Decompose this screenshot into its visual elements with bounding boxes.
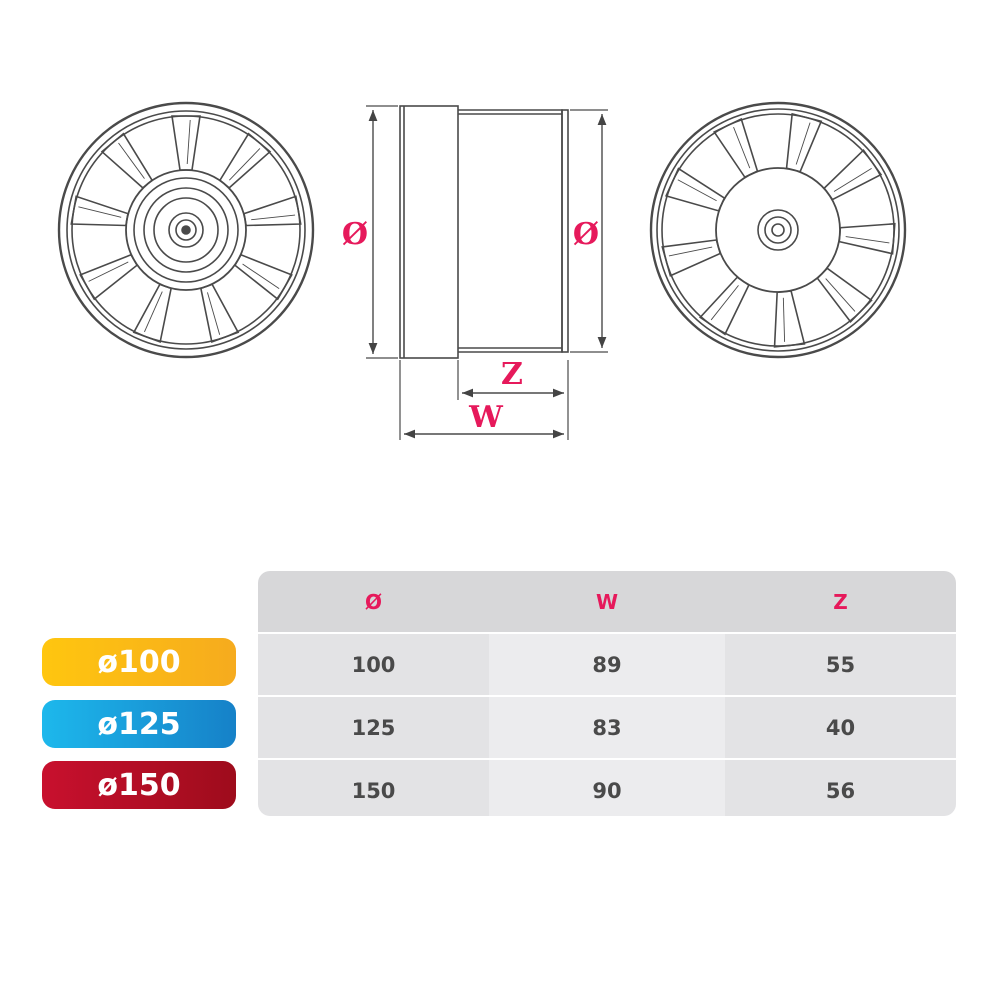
front-fan-blade [100, 132, 154, 189]
front-fan-blade-edge [229, 148, 261, 181]
back-fan-blade-edge [668, 246, 713, 257]
back-fan-blade-edge [677, 179, 717, 202]
back-fan-blade [661, 239, 722, 277]
back-fan-blade-edge [782, 297, 786, 342]
row-150-z: 56 [725, 760, 956, 816]
front-fan-blade [79, 253, 139, 301]
dimensions-table: Ø W Z 100 89 55 125 83 40 150 90 56 [258, 571, 956, 816]
header-z: Z [725, 571, 956, 632]
front-fan-blade-edge [251, 214, 296, 221]
back-fan-blade-edge [795, 122, 811, 165]
front-fan-blade-edge [118, 142, 145, 179]
row-125-w: 83 [489, 697, 725, 758]
front-fan-blade-edge [88, 261, 129, 282]
side-view-fan [366, 105, 608, 440]
size-badge-150: ø150 [42, 761, 236, 809]
z-dimension-label: Z [501, 357, 523, 392]
size-badge-125: ø125 [42, 700, 236, 748]
row-100-w: 89 [489, 634, 725, 695]
row-100-diameter: 100 [258, 634, 489, 695]
row-100-z: 55 [725, 634, 956, 695]
row-150-diameter: 150 [258, 760, 489, 816]
front-fan-blade [243, 195, 302, 227]
back-fan-blade-edge [733, 126, 751, 169]
back-fan-blade-edge [833, 167, 872, 192]
front-fan-blade-edge [144, 291, 163, 333]
front-fan-blade-edge [186, 119, 191, 165]
back-fan-blade-edge [825, 278, 856, 312]
front-fan-blade-edge [242, 263, 280, 290]
front-fan-blade-edge [78, 206, 122, 218]
back-fan-blade [698, 276, 750, 336]
front-view-fan [57, 101, 315, 359]
front-fan-blade-edge [207, 292, 221, 335]
back-fan-blade [838, 222, 896, 255]
size-badge-100: ø100 [42, 638, 236, 686]
header-diameter: Ø [258, 571, 489, 632]
row-150-w: 90 [489, 760, 725, 816]
front-fan-blade [171, 115, 201, 171]
diameter-label-right: Ø [573, 217, 599, 252]
diameter-label-left: Ø [342, 217, 368, 252]
back-fan-blade-edge [710, 285, 739, 321]
header-w: W [489, 571, 725, 632]
back-fan-blade [773, 290, 806, 348]
row-125-diameter: 125 [258, 697, 489, 758]
w-dimension-label: W [468, 400, 504, 435]
back-fan-blade-edge [845, 236, 890, 244]
back-fan-blade [785, 112, 823, 173]
back-fan-blade [713, 117, 759, 179]
back-fan-blade [816, 267, 873, 324]
back-view-fan [649, 101, 907, 359]
back-fan-blade [823, 148, 883, 201]
row-125-z: 40 [725, 697, 956, 758]
front-fan-blade [233, 253, 293, 301]
front-fan-blade [218, 132, 272, 189]
front-fan-blade [70, 195, 129, 227]
